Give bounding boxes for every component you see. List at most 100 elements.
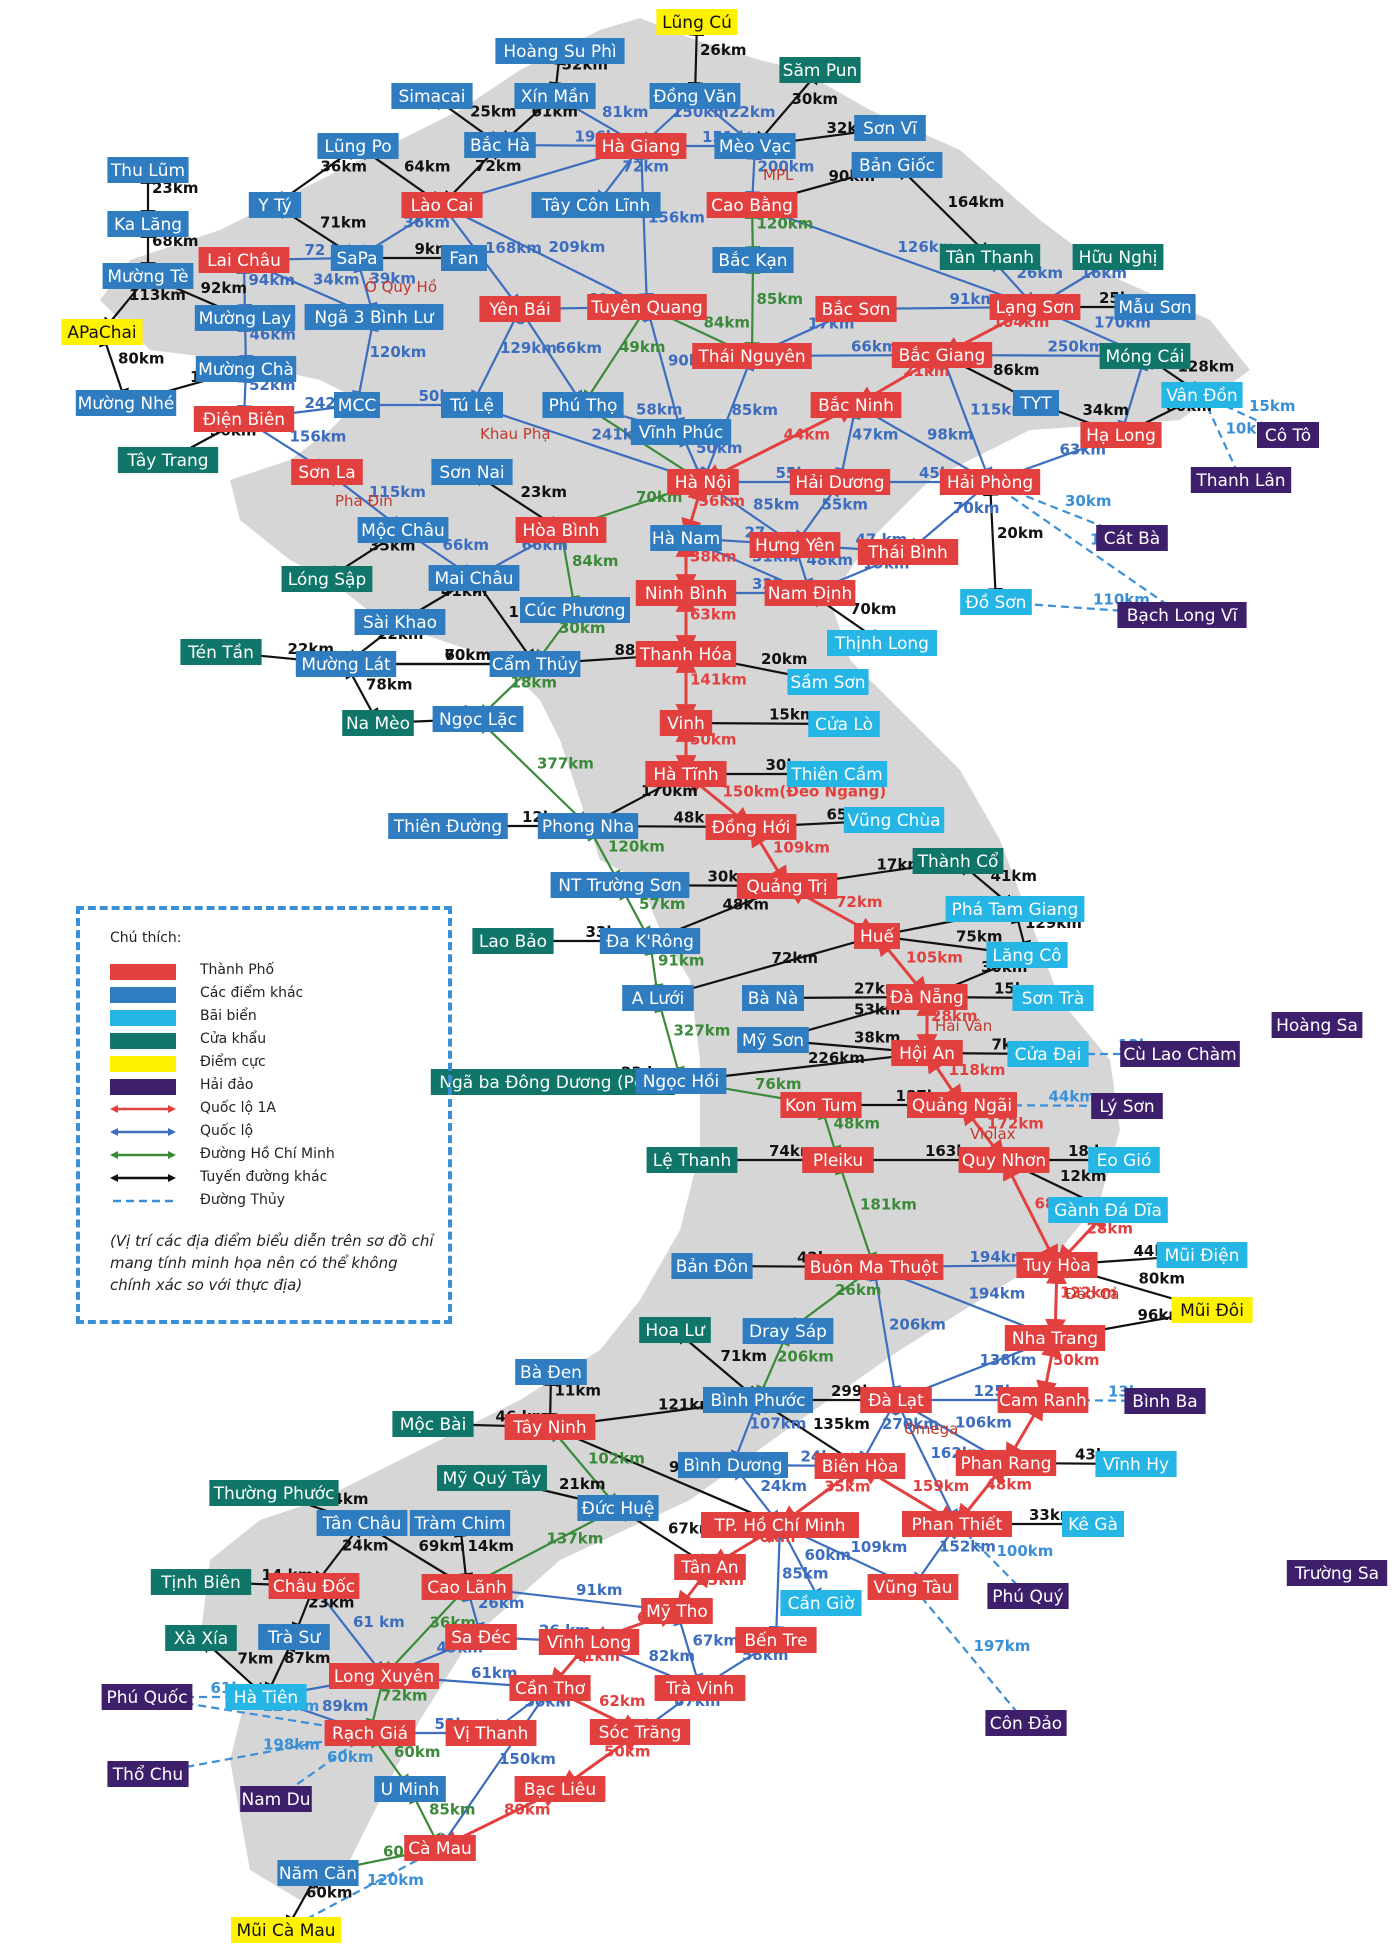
place-laobao[interactable]: Lao Bảo — [472, 928, 554, 954]
place-bana[interactable]: Bà Nà — [742, 985, 804, 1011]
place-soctrang[interactable]: Sóc Trăng — [589, 1719, 691, 1745]
place-bacninh[interactable]: Bắc Ninh — [810, 392, 902, 418]
place-camranh[interactable]: Cam Ranh — [997, 1387, 1089, 1413]
place-phutho[interactable]: Phú Thọ — [542, 392, 624, 418]
place-namcan[interactable]: Năm Căn — [277, 1860, 359, 1886]
place-pleiku[interactable]: Pleiku — [802, 1147, 874, 1173]
place-eogio[interactable]: Eo Gió — [1088, 1147, 1160, 1173]
place-culaocham[interactable]: Cù Lao Chàm — [1120, 1041, 1240, 1067]
place-baclieu[interactable]: Bạc Liêu — [514, 1776, 606, 1802]
place-duchue[interactable]: Đức Huệ — [577, 1495, 659, 1521]
place-buonmathuot[interactable]: Buôn Ma Thuột — [804, 1254, 944, 1280]
place-longsap[interactable]: Lóng Sập — [281, 566, 373, 592]
place-aluoi[interactable]: A Lưới — [622, 985, 694, 1011]
place-muonglay[interactable]: Mường Lay — [194, 305, 296, 331]
place-samson[interactable]: Sầm Sơn — [787, 669, 869, 695]
place-cualo[interactable]: Cửa Lò — [808, 711, 880, 737]
place-chaudoc[interactable]: Châu Đốc — [268, 1573, 360, 1599]
place-muonglat[interactable]: Mường Lát — [295, 651, 397, 677]
place-kontum[interactable]: Kon Tum — [780, 1092, 862, 1118]
place-taycon[interactable]: Tây Côn Lĩnh — [531, 192, 661, 218]
place-sadec[interactable]: Sa Đéc — [445, 1624, 517, 1650]
place-binhduong[interactable]: Bình Dương — [678, 1452, 788, 1478]
place-thainguyen[interactable]: Thái Nguyên — [692, 343, 812, 369]
place-mcc[interactable]: MCC — [334, 392, 380, 418]
place-mauson[interactable]: Mẫu Sơn — [1114, 294, 1196, 320]
place-bentre[interactable]: Bến Tre — [735, 1627, 817, 1653]
place-truongsa[interactable]: Trường Sa — [1286, 1560, 1388, 1586]
place-kalang[interactable]: Ka Lăng — [107, 211, 189, 237]
place-tule[interactable]: Tú Lệ — [441, 392, 503, 418]
place-tanchau[interactable]: Tân Châu — [316, 1510, 408, 1536]
place-muidoi[interactable]: Mũi Đôi — [1171, 1297, 1253, 1323]
place-saikhao[interactable]: Sài Khao — [354, 609, 446, 635]
place-bacgiang[interactable]: Bắc Giang — [891, 342, 993, 368]
place-fan[interactable]: Fan — [441, 245, 487, 271]
place-bandon[interactable]: Bản Đôn — [671, 1253, 753, 1279]
place-bachlongvi[interactable]: Bạch Long Vĩ — [1117, 602, 1247, 628]
place-cucphuong[interactable]: Cúc Phương — [520, 597, 630, 623]
place-tramchim[interactable]: Tràm Chim — [409, 1510, 511, 1536]
place-simacai[interactable]: Simacai — [391, 83, 473, 109]
place-banegioc[interactable]: Bản Giốc — [851, 152, 943, 178]
place-travinh[interactable]: Trà Vinh — [654, 1675, 746, 1701]
place-bacha[interactable]: Bắc Hà — [464, 132, 536, 158]
place-cuadai[interactable]: Cửa Đại — [1007, 1041, 1089, 1067]
place-dienbien[interactable]: Điện Biên — [193, 406, 295, 432]
place-thochu[interactable]: Thổ Chu — [107, 1761, 189, 1787]
place-vinh[interactable]: Vinh — [659, 710, 713, 736]
place-mocchau[interactable]: Mộc Châu — [357, 517, 449, 543]
place-bienhoa[interactable]: Biên Hòa — [814, 1453, 906, 1479]
place-muidien[interactable]: Mũi Điện — [1156, 1242, 1248, 1268]
place-haiduong[interactable]: Hải Dương — [789, 469, 891, 495]
place-ninhbinh[interactable]: Ninh Bình — [635, 580, 737, 606]
place-cangio[interactable]: Cần Giờ — [780, 1590, 862, 1616]
place-halong[interactable]: Hạ Long — [1080, 422, 1162, 448]
place-donghoi[interactable]: Đồng Hới — [705, 814, 797, 840]
place-myquytay[interactable]: Mỹ Quý Tây — [437, 1465, 547, 1491]
place-namec[interactable]: Na Mèo — [342, 710, 414, 736]
place-kega[interactable]: Kê Gà — [1062, 1511, 1124, 1537]
place-sonvi[interactable]: Sơn Vĩ — [854, 115, 926, 141]
place-tentan[interactable]: Tén Tần — [180, 639, 262, 665]
place-quynhon[interactable]: Quy Nhơn — [958, 1147, 1050, 1173]
place-quangngai[interactable]: Quảng Ngãi — [907, 1092, 1017, 1118]
place-phanthiet[interactable]: Phan Thiết — [902, 1511, 1012, 1537]
place-danang[interactable]: Đà Nẵng — [886, 984, 968, 1010]
place-lyson[interactable]: Lý Sơn — [1091, 1093, 1163, 1119]
place-thinhlong[interactable]: Thịnh Long — [827, 630, 937, 656]
place-thanhhoa[interactable]: Thanh Hóa — [635, 641, 737, 667]
place-meovac[interactable]: Mèo Vạc — [714, 133, 796, 159]
place-sonla[interactable]: Sơn La — [291, 459, 363, 485]
place-cantho[interactable]: Cần Thơ — [509, 1675, 591, 1701]
place-mocbai[interactable]: Mộc Bài — [392, 1411, 474, 1437]
place-tphcm[interactable]: TP. Hồ Chí Minh — [701, 1512, 859, 1538]
place-backan[interactable]: Bắc Kạn — [712, 247, 794, 273]
place-hoian[interactable]: Hội An — [891, 1040, 963, 1066]
place-caolanh[interactable]: Cao Lãnh — [421, 1574, 513, 1600]
place-vinhlong[interactable]: Vĩnh Long — [538, 1629, 640, 1655]
place-apachai[interactable]: APaChai — [61, 319, 143, 345]
place-uminh[interactable]: U Minh — [374, 1776, 446, 1802]
place-vithanh[interactable]: Vị Thanh — [445, 1720, 537, 1746]
place-ngoclac[interactable]: Ngọc Lặc — [432, 706, 524, 732]
place-haiphong[interactable]: Hải Phòng — [939, 469, 1041, 495]
place-tuyenquang[interactable]: Tuyên Quang — [587, 294, 707, 320]
place-coto[interactable]: Cô Tô — [1257, 422, 1319, 448]
place-camau[interactable]: Cà Mau — [404, 1835, 476, 1861]
place-namdu[interactable]: Nam Du — [240, 1786, 312, 1812]
place-ngochoi[interactable]: Ngọc Hồi — [635, 1068, 727, 1094]
place-nttruongson[interactable]: NT Trường Sơn — [550, 872, 690, 898]
place-laocai[interactable]: Lào Cai — [401, 192, 483, 218]
place-tuyhoa[interactable]: Tuy Hòa — [1016, 1252, 1098, 1278]
place-rachgia[interactable]: Rạch Giá — [324, 1720, 416, 1746]
place-thanhco[interactable]: Thành Cổ — [912, 848, 1004, 874]
place-draysap[interactable]: Dray Sáp — [742, 1318, 834, 1344]
place-lungpo[interactable]: Lũng Po — [317, 133, 399, 159]
place-mytho[interactable]: Mỹ Tho — [641, 1598, 713, 1624]
place-tyt[interactable]: TYT — [1013, 390, 1059, 416]
place-mongcai[interactable]: Móng Cái — [1099, 343, 1191, 369]
place-caobang[interactable]: Cao Bằng — [706, 192, 798, 218]
place-longxuyen[interactable]: Long Xuyên — [329, 1663, 439, 1689]
place-bacson[interactable]: Bắc Sơn — [815, 296, 897, 322]
